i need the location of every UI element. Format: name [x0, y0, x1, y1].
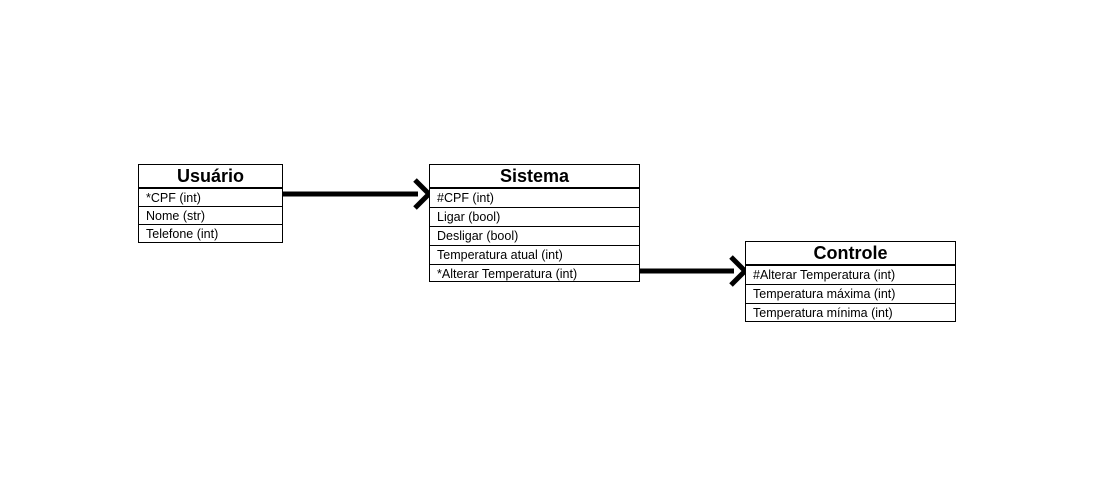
arrow-usuario-to-sistema — [283, 178, 433, 210]
entity-title: Controle — [746, 242, 955, 265]
field-nome: Nome (str) — [139, 206, 282, 224]
field-desligar: Desligar (bool) — [430, 226, 639, 245]
field-cpf: *CPF (int) — [139, 188, 282, 206]
entity-title: Usuário — [139, 165, 282, 188]
field-telefone: Telefone (int) — [139, 224, 282, 242]
field-temperatura-atual: Temperatura atual (int) — [430, 245, 639, 264]
field-cpf: #CPF (int) — [430, 188, 639, 207]
field-temperatura-minima: Temperatura mínima (int) — [746, 303, 955, 322]
entity-usuario: Usuário *CPF (int) Nome (str) Telefone (… — [138, 164, 283, 243]
field-ligar: Ligar (bool) — [430, 207, 639, 226]
entity-controle: Controle #Alterar Temperatura (int) Temp… — [745, 241, 956, 322]
entity-title: Sistema — [430, 165, 639, 188]
field-alterar-temperatura: #Alterar Temperatura (int) — [746, 265, 955, 284]
field-alterar-temperatura: *Alterar Temperatura (int) — [430, 264, 639, 283]
field-temperatura-maxima: Temperatura máxima (int) — [746, 284, 955, 303]
arrow-sistema-to-controle — [640, 255, 749, 287]
entity-sistema: Sistema #CPF (int) Ligar (bool) Desligar… — [429, 164, 640, 282]
